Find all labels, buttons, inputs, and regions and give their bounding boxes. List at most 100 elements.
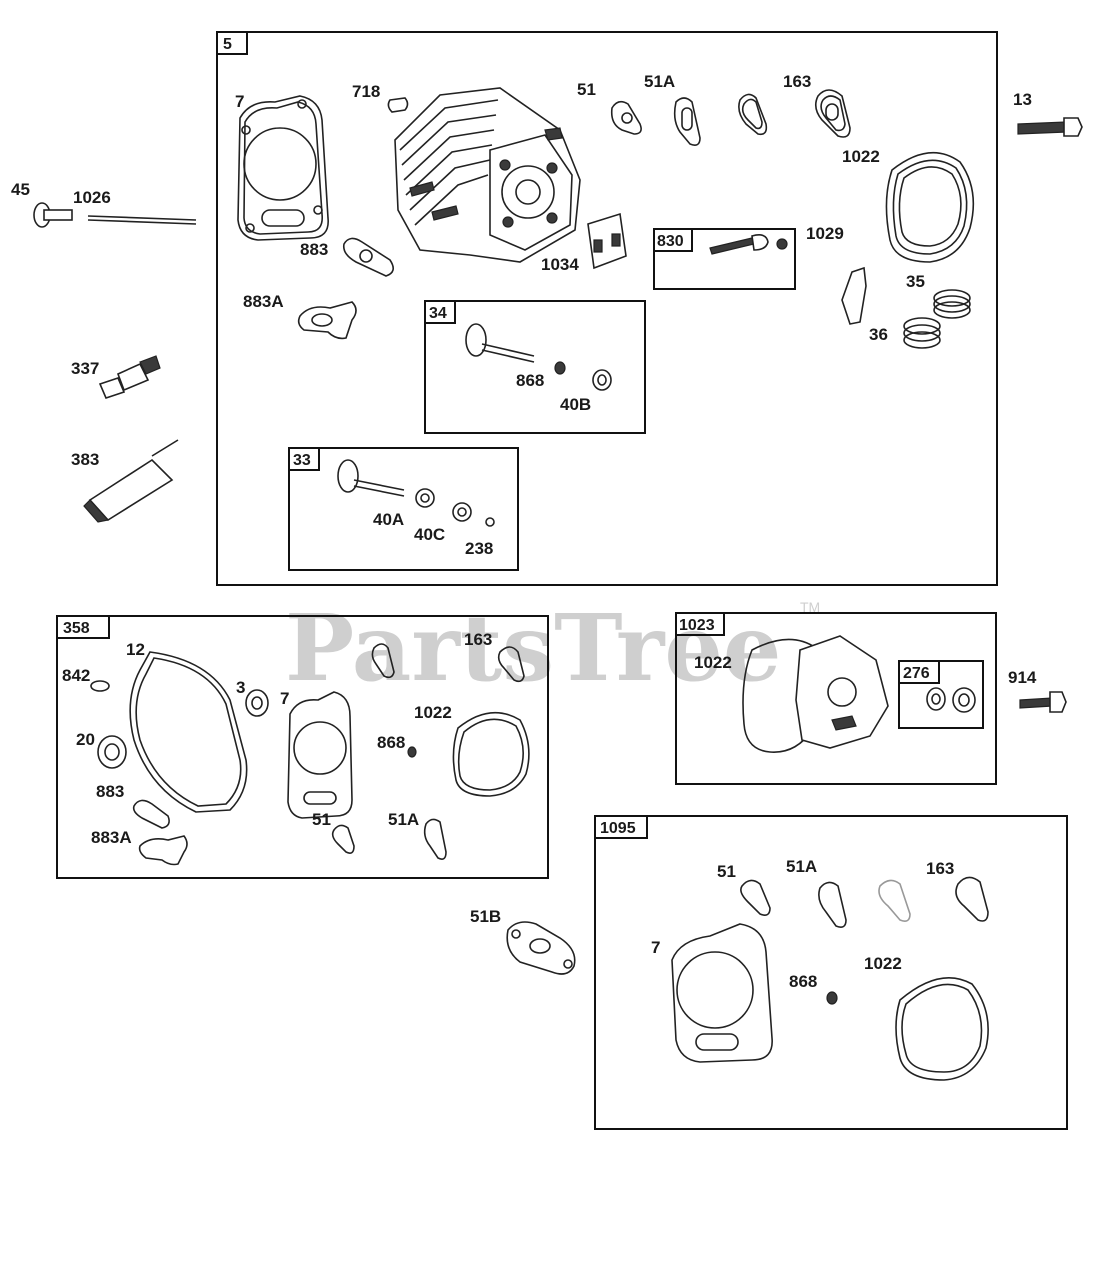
head-gasket-1095-drawing (671, 923, 773, 1063)
callout-label: 163 (783, 72, 811, 91)
group-tag-34: 34 (429, 305, 447, 322)
small-gasket-358-b-drawing (497, 646, 525, 683)
callout-label: 35 (906, 272, 925, 291)
pushrod-drawing (87, 215, 197, 225)
callout-label: 13 (1013, 90, 1032, 109)
valve-seal-drawing (33, 202, 73, 228)
callout-label: 40C (414, 525, 445, 544)
callout-label: 163 (464, 630, 492, 649)
crank-seal-drawing (97, 735, 127, 769)
callout-label: 1022 (842, 147, 880, 166)
callout-label: 718 (352, 82, 380, 101)
intake-gasket-358-a-drawing (423, 818, 447, 860)
valve-cover-gasket-358-drawing (452, 711, 530, 797)
group-box-1023: 1023 (675, 612, 997, 785)
valve-spring-drawing (933, 289, 971, 319)
callout-label: 7 (280, 689, 289, 708)
callout-label: 868 (377, 733, 405, 752)
breather-parts-drawing (926, 687, 976, 713)
callout-label: 337 (71, 359, 99, 378)
group-box-276: 276 (898, 660, 984, 729)
callout-label: 51B (470, 907, 501, 926)
group-tag-358: 358 (63, 620, 90, 637)
exhaust-gasket-drawing (814, 89, 851, 138)
manifold-gasket-358-a-drawing (138, 835, 188, 866)
intake-valve-drawing (337, 459, 495, 527)
callout-label: 383 (71, 450, 99, 469)
watermark-trademark: TM (800, 599, 820, 615)
callout-label: 51A (786, 857, 817, 876)
oil-seal-drawing (245, 689, 269, 717)
rocker-stud-drawing (709, 234, 788, 255)
callout-label: 12 (126, 640, 145, 659)
rocker-bracket-drawing (587, 212, 627, 270)
intake-gasket-drawing (610, 100, 642, 135)
exhaust-valve-drawing (465, 323, 612, 391)
callout-label: 51 (312, 810, 331, 829)
group-box-34: 34 (424, 300, 646, 434)
callout-label: 51A (644, 72, 675, 91)
callout-label: 238 (465, 539, 493, 558)
callout-label: 1022 (414, 703, 452, 722)
spark-plug-drawing (98, 355, 161, 399)
gasket-unlabeled-1095-drawing (878, 879, 911, 922)
callout-label: 883A (91, 828, 132, 847)
callout-label: 868 (516, 371, 544, 390)
nut-1095-drawing (826, 991, 838, 1005)
callout-label: 51A (388, 810, 419, 829)
callout-label: 914 (1008, 668, 1037, 687)
group-tag-1023: 1023 (679, 617, 715, 634)
callout-label: 7 (651, 938, 660, 957)
cover-bolt-drawing (1019, 691, 1067, 713)
callout-label: 20 (76, 730, 95, 749)
group-tag-1095: 1095 (600, 820, 636, 837)
exhaust-gasket-b-drawing (506, 921, 576, 975)
callout-label: 842 (62, 666, 90, 685)
cylinder-head-drawing (394, 87, 581, 263)
manifold-gasket-drawing (342, 237, 394, 277)
callout-label: 36 (869, 325, 888, 344)
intake-gasket-a-drawing (673, 97, 701, 146)
callout-label: 868 (789, 972, 817, 991)
manifold-gasket-358-drawing (132, 799, 170, 829)
callout-label: 1022 (694, 653, 732, 672)
head-gasket-358-drawing (287, 691, 353, 819)
callout-label: 51 (577, 80, 596, 99)
valve-cover-gasket-1095-drawing (895, 977, 989, 1081)
callout-label: 40A (373, 510, 404, 529)
spark-plug-wrench-drawing (83, 439, 179, 523)
intake-gasket-a-1095-drawing (818, 881, 847, 928)
intake-gasket-358-drawing (331, 824, 355, 854)
gasket-unlabeled-drawing (738, 93, 768, 136)
crankcase-gasket-drawing (129, 651, 248, 813)
bolt-drawing (1017, 117, 1083, 137)
group-tag-5: 5 (223, 36, 232, 53)
callout-labels: 7 718 51 51A 163 13 1022 45 1026 883 103… (11, 72, 1037, 991)
oring-drawing (90, 680, 110, 692)
callout-label: 1026 (73, 188, 111, 207)
callout-label: 883A (243, 292, 284, 311)
group-box-830: 830 (653, 228, 796, 290)
callout-label: 163 (926, 859, 954, 878)
group-tag-830: 830 (657, 233, 684, 250)
group-box-5: 5 (216, 31, 998, 586)
callout-label: 7 (235, 92, 244, 111)
pin-drawing (387, 97, 409, 113)
head-gasket-drawing (237, 95, 329, 241)
callout-label: 51 (717, 862, 736, 881)
valve-spring-lower-drawing (903, 317, 941, 349)
callout-label: 1022 (864, 954, 902, 973)
callout-label: 45 (11, 180, 30, 199)
callout-label: 883 (300, 240, 328, 259)
group-box-1095: 1095 (594, 815, 1068, 1130)
intake-gasket-1095-drawing (740, 879, 771, 916)
callout-label: 40B (560, 395, 591, 414)
group-tag-276: 276 (903, 665, 930, 682)
group-box-33: 33 (288, 447, 519, 571)
group-tag-33: 33 (293, 452, 311, 469)
group-box-358: 358 (56, 615, 549, 879)
callout-label: 883 (96, 782, 124, 801)
watermark-text: PartsTree (285, 594, 781, 702)
callout-label: 3 (236, 678, 245, 697)
